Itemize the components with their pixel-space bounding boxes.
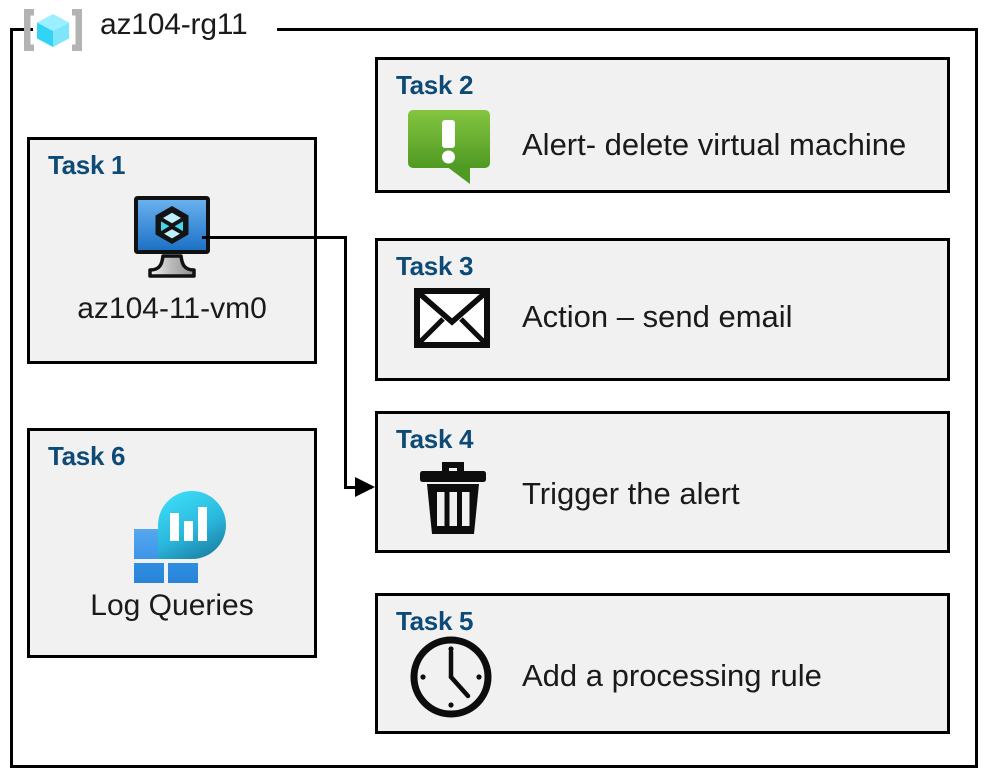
task-card-task1[interactable]: Task 1: [27, 137, 317, 364]
task-card-label: Alert- delete virtual machine: [522, 127, 907, 162]
task-card-task2[interactable]: Task 2 Alert- delete virtual machine: [375, 57, 950, 193]
task-card-label: Action – send email: [522, 299, 793, 334]
task-card-task6[interactable]: Task 6: [27, 428, 317, 658]
envelope-icon: [413, 285, 491, 351]
task-card-label: Log Queries: [90, 589, 254, 622]
alert-exclamation-icon: [406, 108, 496, 186]
connector-segment-horizontal-top: [202, 236, 347, 239]
resource-group-border-left: [10, 28, 13, 768]
task-card-title: Task 1: [48, 150, 126, 180]
task-card-title: Task 4: [396, 424, 474, 454]
azure-resource-group-icon: [20, 6, 86, 54]
task-card-label: Add a processing rule: [522, 658, 822, 693]
task-card-task5[interactable]: Task 5 Add a processing rule: [375, 593, 950, 734]
log-analytics-icon: [30, 483, 314, 583]
task-card-title: Task 2: [396, 70, 474, 100]
resource-group-border-right: [975, 28, 978, 768]
clock-icon: [408, 634, 494, 720]
task-card-label: Trigger the alert: [522, 476, 740, 511]
connector-arrowhead-icon: [355, 477, 375, 497]
task-card-title: Task 5: [396, 606, 474, 636]
resource-group-border-bottom: [10, 765, 978, 768]
virtual-machine-icon: [30, 194, 314, 278]
resource-group-border-top: [277, 28, 978, 31]
task-card-task3[interactable]: Task 3 Action – send email: [375, 238, 950, 381]
task-card-label: az104-11-vm0: [77, 292, 267, 325]
task-card-title: Task 6: [48, 441, 126, 471]
task-card-title: Task 3: [396, 251, 474, 281]
resource-group-border-top-stub: [10, 28, 33, 31]
trash-delete-icon: [416, 452, 490, 536]
connector-segment-vertical: [344, 236, 347, 489]
resource-group-name: az104-rg11: [100, 8, 248, 41]
task-card-task4[interactable]: Task 4 Trigger the alert: [375, 411, 950, 553]
